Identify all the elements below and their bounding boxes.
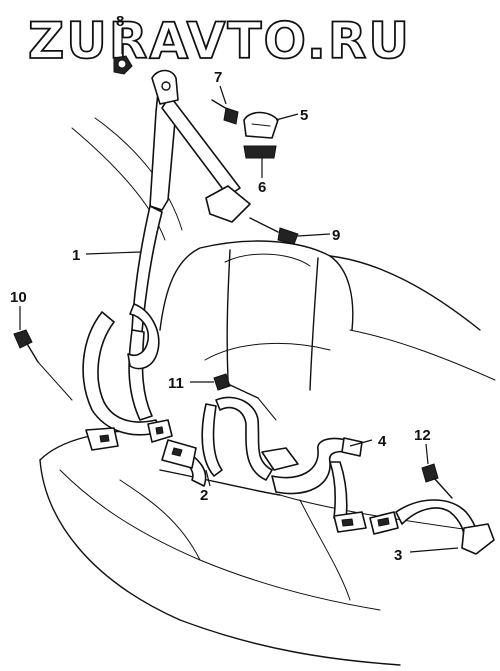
anchor-bolt-7 — [211, 99, 239, 125]
center-buckle-4 — [271, 437, 367, 533]
rear-seat — [39, 117, 496, 666]
callout-3: 3 — [394, 547, 402, 564]
callout-4: 4 — [378, 433, 387, 450]
leader-lines — [19, 28, 459, 553]
callout-2: 2 — [200, 487, 208, 504]
shoulder-anchor — [151, 69, 179, 105]
callout-7: 7 — [214, 69, 222, 86]
callout-10: 10 — [10, 289, 27, 306]
front-belt-assembly — [82, 87, 241, 451]
callout-9: 9 — [332, 227, 340, 244]
belt-guide-9 — [205, 185, 299, 245]
anchor-cover-6 — [243, 145, 277, 159]
upper-anchor-bolt — [113, 55, 133, 75]
center-bolt-11 — [213, 373, 299, 471]
callout-11: 11 — [168, 375, 184, 392]
right-belt-3 — [369, 499, 495, 555]
callout-1: 1 — [72, 247, 80, 264]
watermark-logo: ZURAVTO.RU — [28, 12, 411, 70]
callout-labels: 1 2 3 4 5 6 7 8 9 10 11 12 — [10, 13, 431, 564]
callout-5: 5 — [300, 107, 308, 124]
right-bolt-12 — [421, 463, 453, 499]
callout-12: 12 — [414, 427, 431, 444]
floor-bolt-10 — [13, 329, 73, 401]
anchor-cover-5 — [243, 111, 279, 139]
callout-8: 8 — [116, 13, 124, 30]
center-belt-2 — [161, 396, 273, 487]
callout-6: 6 — [258, 179, 266, 196]
